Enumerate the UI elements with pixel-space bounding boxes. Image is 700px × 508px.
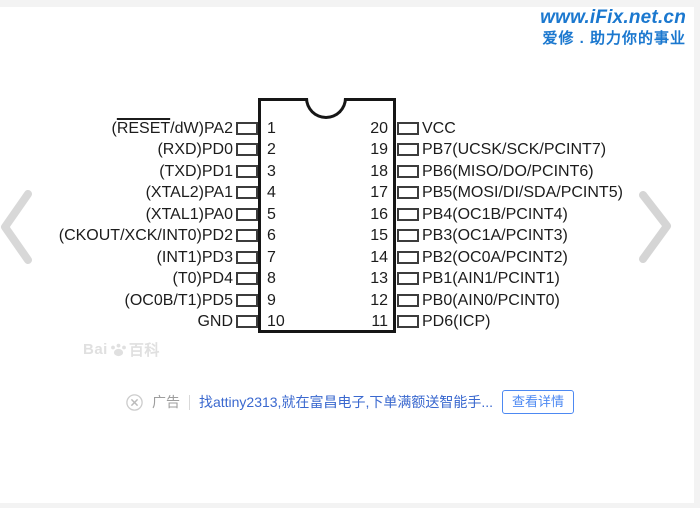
baidu-paw-icon [110, 343, 126, 356]
pin-label: PB4(OC1B/PCINT4) [422, 205, 568, 223]
pin-label: (T0)PD4 [172, 270, 233, 288]
pin-number: 9 [267, 291, 276, 309]
pin-stub [397, 186, 419, 200]
pin-stub [397, 229, 419, 243]
pin-label: (CKOUT/XCK/INT0)PD2 [58, 227, 233, 245]
pin-stub [397, 143, 419, 157]
right-border [694, 0, 700, 508]
pin-number: 17 [370, 184, 388, 202]
pin-stub [397, 272, 419, 286]
pin-label: (XTAL2)PA1 [145, 184, 233, 202]
top-border [0, 0, 700, 7]
pin-label: (RXD)PD0 [157, 141, 233, 159]
pin-stub [236, 250, 258, 264]
watermark-site-url: www.iFix.net.cn [540, 7, 686, 28]
pin-stub [236, 186, 258, 200]
watermark-slogan: 爱修 . 助力你的事业 [542, 30, 686, 47]
baike-watermark: Bai 百科 [83, 339, 160, 360]
pin-number: 18 [370, 162, 388, 180]
pin-label: (RESET/dW)PA2 [111, 119, 234, 137]
pin-number: 11 [371, 313, 388, 331]
chevron-right-icon [639, 191, 671, 263]
circle-x-icon [126, 393, 143, 411]
pin-label: PB3(OC1A/PCINT3) [422, 227, 568, 245]
ad-detail-button[interactable]: 查看详情 [502, 389, 575, 415]
baike-watermark-right: 百科 [128, 342, 160, 359]
pin-label: (INT1)PD3 [156, 248, 233, 266]
pin-stub [236, 164, 258, 178]
pin-number: 12 [370, 291, 388, 309]
pin-label: PB0(AIN0/PCINT0) [422, 291, 560, 309]
pin-row-8: (T0)PD4 8 13 PB1(AIN1/PCINT1) [0, 269, 700, 288]
pin-row-3: (TXD)PD1 3 18 PB6(MISO/DO/PCINT6) [0, 162, 700, 181]
pin-row-1: (RESET/dW)PA2 1 20 VCC [0, 119, 700, 138]
pin-row-9: (OC0B/T1)PD5 9 12 PB0(AIN0/PCINT0) [0, 291, 700, 310]
pin-stub [236, 143, 258, 157]
pin-row-6: (CKOUT/XCK/INT0)PD2 6 15 PB3(OC1A/PCINT3) [0, 226, 700, 245]
pin-number: 1 [267, 119, 276, 137]
pin-stub [236, 121, 258, 135]
pin-label: PB1(AIN1/PCINT1) [422, 270, 560, 288]
pin-row-2: (RXD)PD0 2 19 PB7(UCSK/SCK/PCINT7) [0, 140, 700, 159]
pin-stub [397, 164, 419, 178]
pin-row-4: (XTAL2)PA1 4 17 PB5(MOSI/DI/SDA/PCINT5) [0, 183, 700, 202]
pin-label: VCC [422, 119, 456, 137]
chevron-left-icon [1, 190, 32, 264]
pin-stub [397, 293, 419, 307]
pin-stub [236, 272, 258, 286]
baike-watermark-left: Bai [83, 341, 108, 358]
pin-number: 5 [267, 205, 276, 223]
pin-label: GND [197, 313, 233, 331]
pin-number: 4 [267, 184, 276, 202]
ad-close-button[interactable] [126, 393, 143, 411]
pin-number: 3 [267, 162, 276, 180]
pin-number: 13 [370, 270, 388, 288]
pin-number: 2 [267, 141, 276, 159]
pin-number: 20 [370, 119, 388, 137]
pin-row-7: (INT1)PD3 7 14 PB2(OC0A/PCINT2) [0, 248, 700, 267]
pin-number: 6 [267, 227, 276, 245]
pin-label: PB6(MISO/DO/PCINT6) [422, 162, 594, 180]
pin-label: PB7(UCSK/SCK/PCINT7) [422, 141, 607, 159]
ad-tag-label: 广告 [151, 394, 180, 410]
ad-bar: 广告 找attiny2313,就在富昌电子,下单满额送智能手... 查看详情 [0, 389, 700, 415]
pin-number: 8 [267, 270, 276, 288]
pin-label: (TXD)PD1 [159, 162, 233, 180]
pin-number: 14 [370, 248, 388, 266]
pin-label: PB2(OC0A/PCINT2) [422, 248, 568, 266]
bottom-border [0, 503, 700, 508]
pin-stub [236, 229, 258, 243]
pin-stub [397, 121, 419, 135]
pin-stub [397, 207, 419, 221]
viewer-prev-button[interactable] [0, 188, 36, 266]
pin-row-10: GND 10 11 PD6(ICP) [0, 312, 700, 331]
pin-stub [236, 207, 258, 221]
pin-stub [397, 250, 419, 264]
pin-row-5: (XTAL1)PA0 5 16 PB4(OC1B/PCINT4) [0, 205, 700, 224]
pin-label: (OC0B/T1)PD5 [124, 291, 233, 309]
pin-stub [236, 293, 258, 307]
pin-label: PD6(ICP) [422, 313, 491, 331]
ad-divider [188, 394, 190, 410]
pin-number: 15 [370, 227, 388, 245]
ad-link[interactable]: 找attiny2313,就在富昌电子,下单满额送智能手... [198, 394, 494, 410]
pin-label: (XTAL1)PA0 [145, 205, 233, 223]
pin-stub [397, 315, 419, 329]
pin-number: 10 [267, 313, 285, 331]
pin-number: 19 [370, 141, 388, 159]
pin-number: 7 [267, 248, 276, 266]
pin-number: 16 [370, 205, 388, 223]
pin-stub [236, 315, 258, 329]
viewer-next-button[interactable] [636, 189, 674, 265]
pin-label: PB5(MOSI/DI/SDA/PCINT5) [422, 184, 623, 202]
